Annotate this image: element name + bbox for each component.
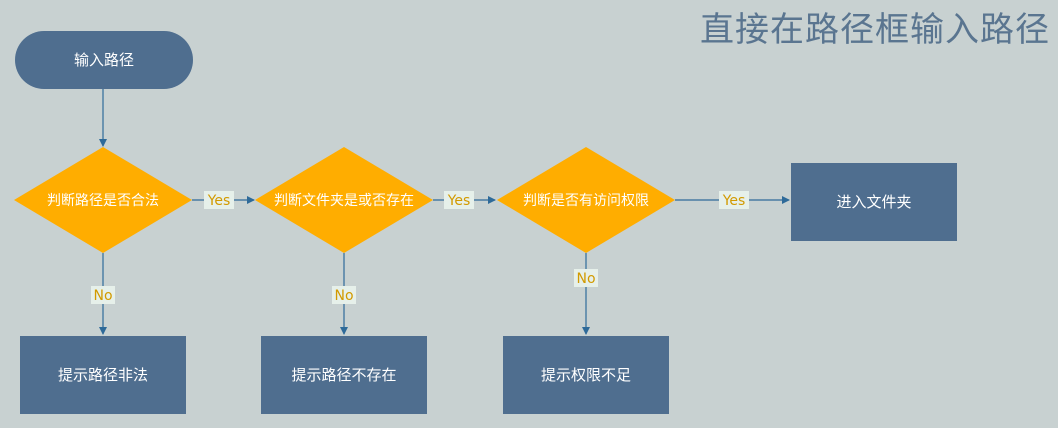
no-label-3: No	[576, 271, 595, 287]
decision-access-label: 判断是否有访问权限	[523, 193, 649, 209]
process-msg-no-access	[503, 336, 669, 414]
diagram-title: 直接在路径框输入路径	[700, 10, 1050, 50]
decision-access	[497, 147, 675, 253]
decision-folder-exists-label: 判断文件夹是或否存在	[274, 193, 414, 209]
process-enter-folder-label: 进入文件夹	[836, 193, 911, 211]
no-label-bg-1	[91, 286, 115, 304]
process-msg-no-access-label: 提示权限不足	[541, 366, 631, 384]
start-node-label: 输入路径	[74, 51, 134, 69]
decision-path-valid	[14, 147, 192, 253]
no-label-bg-3	[574, 269, 598, 287]
process-msg-invalid	[20, 336, 186, 414]
no-label-1: No	[93, 288, 112, 304]
decision-folder-exists	[255, 147, 433, 253]
start-node	[15, 31, 193, 89]
no-label-2: No	[334, 288, 353, 304]
process-enter-folder	[791, 163, 957, 241]
process-msg-not-exist	[261, 336, 427, 414]
yes-label-1: Yes	[207, 193, 231, 209]
yes-label-3: Yes	[722, 193, 746, 209]
process-msg-not-exist-label: 提示路径不存在	[291, 366, 396, 384]
yes-label-bg-1	[204, 191, 234, 209]
yes-label-2: Yes	[447, 193, 471, 209]
process-msg-invalid-label: 提示路径非法	[58, 366, 148, 384]
yes-label-bg-2	[444, 191, 474, 209]
yes-label-bg-3	[719, 191, 749, 209]
decision-path-valid-label: 判断路径是否合法	[47, 193, 159, 209]
no-label-bg-2	[332, 286, 356, 304]
